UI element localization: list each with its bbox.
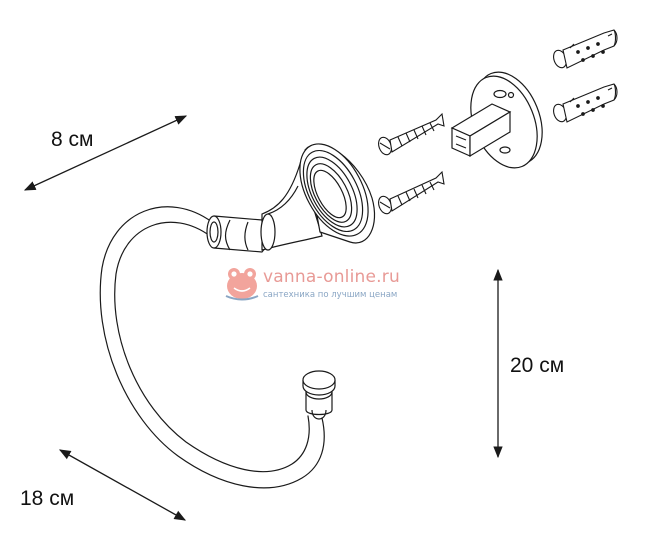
wall-anchor-upper [553,29,618,69]
watermark-frog-icon [225,268,259,301]
screw-upper [378,112,445,156]
wall-rosette [299,143,376,244]
ring-end-cap [302,370,336,420]
width-dimension-arrow [58,449,187,521]
wall-anchor-lower [553,83,618,123]
ring-knuckle-joint [206,215,269,253]
towel-ring [99,206,325,489]
watermark-site-name: vanna-online.ru [263,267,400,287]
wall-mounting-plate [450,71,543,169]
depth-dimension-label: 8 см [51,128,94,151]
watermark-tagline: сантехника по лучшим ценам [263,290,398,300]
height-dimension-label: 20 см [510,354,565,377]
width-dimension-label: 18 см [20,487,75,510]
screw-lower [378,170,445,215]
depth-dimension-arrow [23,115,188,191]
